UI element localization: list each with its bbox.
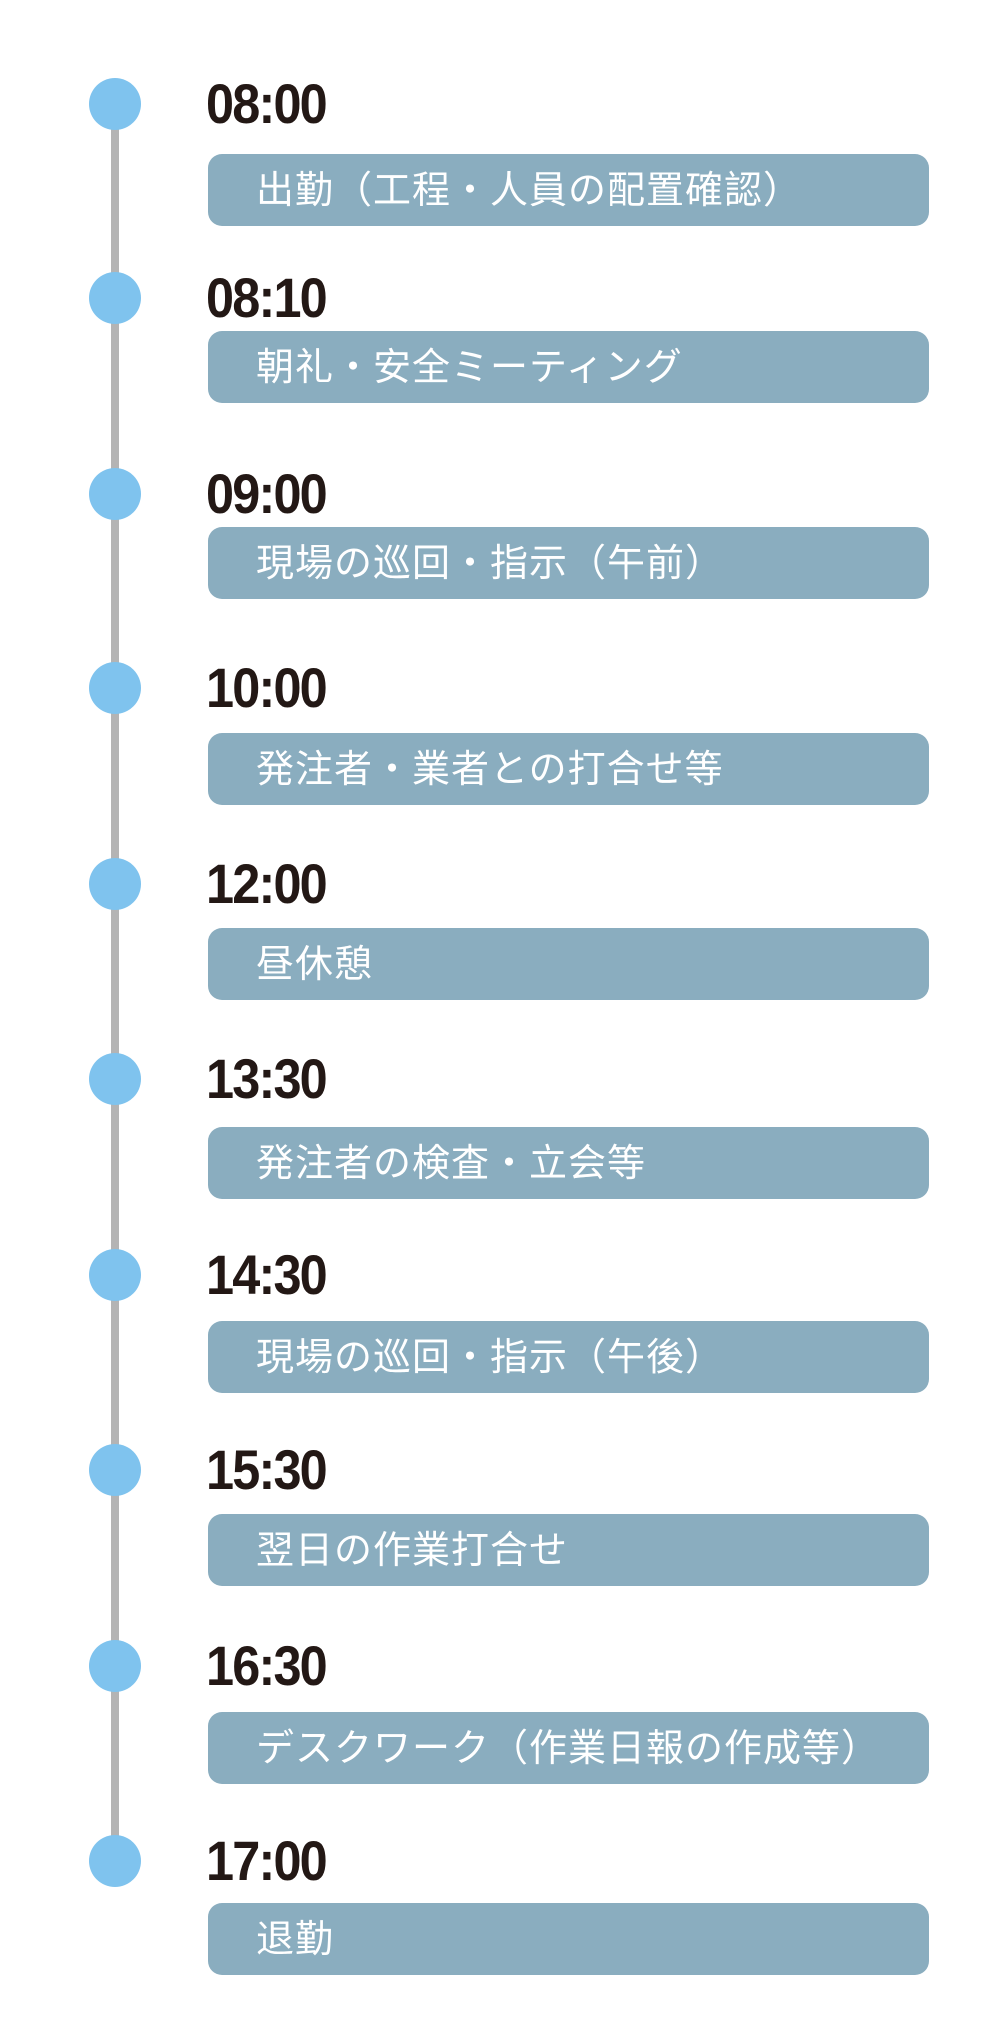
timeline-dot-icon (89, 1053, 141, 1105)
activity-label: 昼休憩 (256, 942, 374, 986)
schedule-time: 15:30 (206, 1438, 328, 1501)
activity-box: 翌日の作業打合せ (208, 1514, 929, 1586)
schedule-time: 17:00 (206, 1829, 328, 1892)
timeline-dot-icon (89, 662, 141, 714)
timeline-dot-icon (89, 78, 141, 130)
activity-label: 現場の巡回・指示（午後） (256, 1335, 725, 1379)
activity-label: 発注者・業者との打合せ等 (256, 747, 724, 791)
timeline-dot-icon (89, 1444, 141, 1496)
activity-label: 朝礼・安全ミーティング (256, 345, 683, 389)
schedule-time: 12:00 (206, 852, 328, 915)
timeline-dot-icon (89, 1640, 141, 1692)
schedule-time: 08:00 (206, 72, 328, 135)
schedule-time: 13:30 (206, 1047, 328, 1110)
activity-label: 翌日の作業打合せ (256, 1528, 569, 1572)
timeline-line (111, 104, 119, 1861)
activity-label: 退勤 (256, 1917, 335, 1961)
activity-box: 発注者の検査・立会等 (208, 1127, 929, 1199)
activity-box: 昼休憩 (208, 928, 929, 1000)
timeline-dot-icon (89, 1835, 141, 1887)
activity-label: 現場の巡回・指示（午前） (256, 541, 725, 585)
activity-box: 朝礼・安全ミーティング (208, 331, 929, 403)
activity-label: デスクワーク（作業日報の作成等） (256, 1726, 881, 1770)
activity-box: 現場の巡回・指示（午後） (208, 1321, 929, 1393)
activity-box: 現場の巡回・指示（午前） (208, 527, 929, 599)
schedule-time: 10:00 (206, 656, 328, 719)
activity-box: 出勤（工程・人員の配置確認） (208, 154, 929, 226)
activity-box: デスクワーク（作業日報の作成等） (208, 1712, 929, 1784)
activity-box: 退勤 (208, 1903, 929, 1975)
activity-label: 出勤（工程・人員の配置確認） (256, 168, 803, 212)
schedule-time: 08:10 (206, 266, 328, 329)
timeline-dot-icon (89, 468, 141, 520)
activity-box: 発注者・業者との打合せ等 (208, 733, 929, 805)
schedule-time: 09:00 (206, 462, 328, 525)
timeline-dot-icon (89, 272, 141, 324)
schedule-time: 14:30 (206, 1243, 328, 1306)
schedule-time: 16:30 (206, 1634, 328, 1697)
timeline-dot-icon (89, 1249, 141, 1301)
activity-label: 発注者の検査・立会等 (256, 1141, 647, 1185)
timeline-dot-icon (89, 858, 141, 910)
